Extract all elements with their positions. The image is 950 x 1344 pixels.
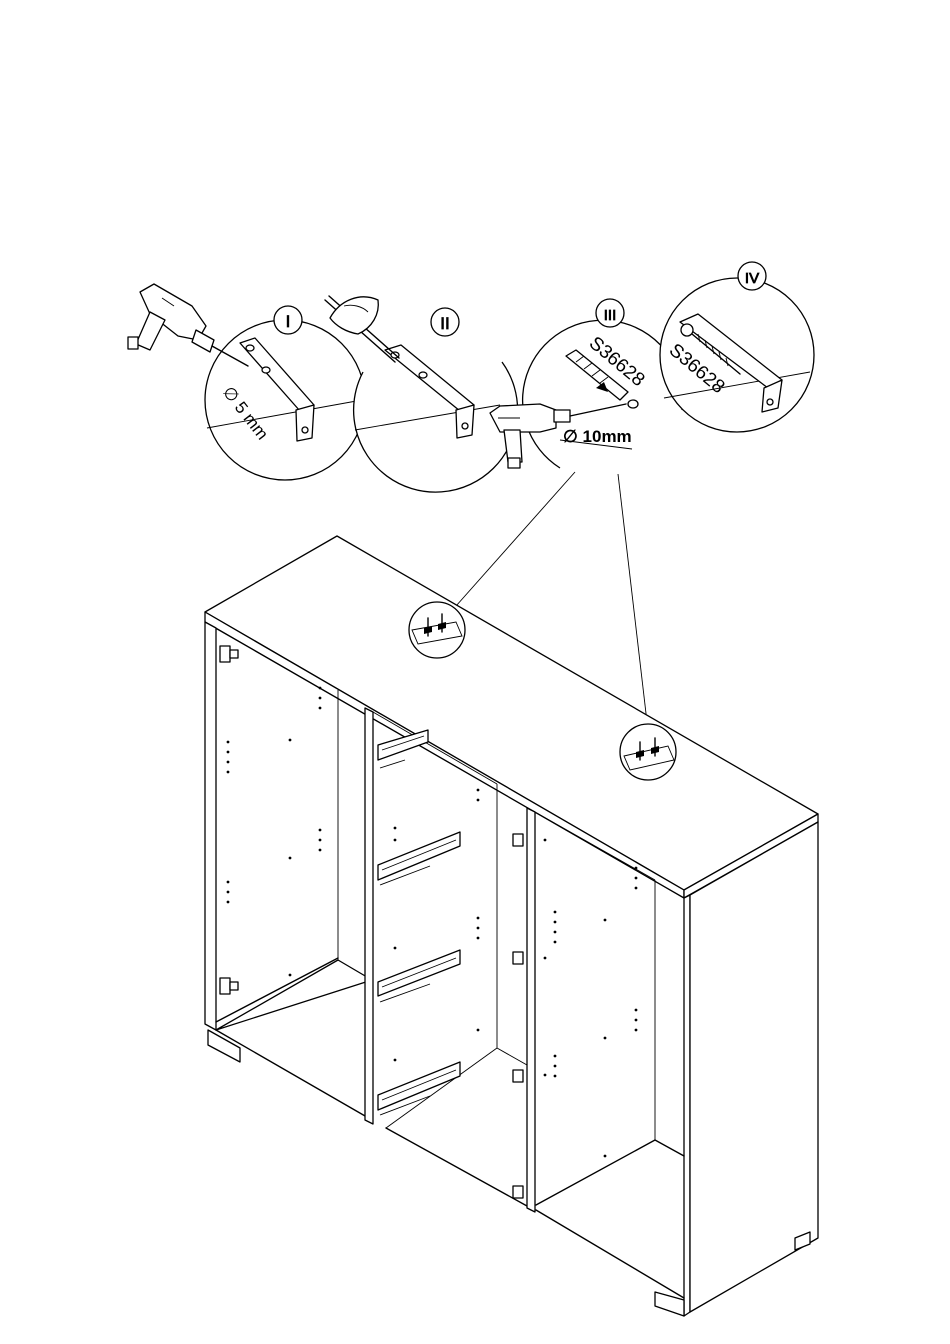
hinge [513,952,523,964]
step-3-numeral: III [604,307,617,324]
cabinet-left-side [205,622,216,1030]
step-3-diameter-label: ∅ 10mm [563,427,632,446]
hinge [513,1070,523,1082]
step-4-detail: IV S36628 [660,262,814,432]
drawer-slide [378,1062,460,1115]
step-2-numeral: II [440,314,449,333]
drawer-slide [378,832,460,885]
step-1-numeral: I [286,312,291,331]
step-3-detail: III S36628 ∅ 10mm [490,299,683,468]
step-1-detail: ∅ 5 mm I [128,284,365,480]
hinge [220,646,238,662]
cabinet-top [205,536,818,890]
cabinet-diagram [205,536,818,1316]
hinge [220,978,238,994]
cabinet-right-side-edge [684,895,690,1316]
wall-anchor-callout-right [620,724,676,780]
hinge [513,1186,523,1198]
cabinet-divider-right [527,808,535,1212]
drawer-slide [378,950,460,1002]
step-4-numeral: IV [745,270,759,287]
wall-anchor-callout-left [409,602,465,658]
cabinet-divider-left [365,708,373,1124]
hinge [513,834,523,846]
leader-line-right [618,474,647,722]
leader-line-left [456,472,575,606]
